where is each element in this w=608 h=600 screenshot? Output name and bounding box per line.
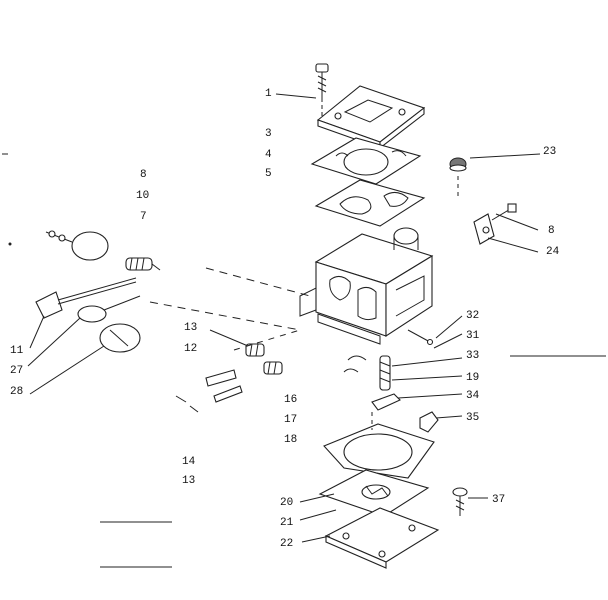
label-part-11: 11 bbox=[10, 345, 24, 357]
part-shaft-11 bbox=[35, 277, 137, 319]
part-spring-7 bbox=[125, 257, 161, 271]
part-carburetor-body bbox=[299, 227, 434, 345]
label-part-1: 1 bbox=[265, 88, 272, 100]
label-part-31: 31 bbox=[466, 330, 480, 342]
part-number-labels: 1 3 4 5 23 8 10 7 8 24 11 27 28 13 12 32… bbox=[10, 88, 560, 550]
label-part-18: 18 bbox=[284, 434, 297, 446]
label-part-14: 14 bbox=[182, 456, 196, 468]
label-part-13-lower: 13 bbox=[182, 475, 195, 487]
part-plate-5 bbox=[314, 179, 426, 227]
stray-marks bbox=[2, 153, 12, 246]
part-gasket-4 bbox=[310, 137, 422, 185]
part-gasket-20 bbox=[323, 423, 435, 479]
label-part-21: 21 bbox=[280, 517, 294, 529]
part-lever-27 bbox=[77, 295, 141, 323]
label-part-34: 34 bbox=[466, 390, 480, 402]
part-bracket-24 bbox=[473, 203, 517, 245]
part-plate-28 bbox=[99, 323, 141, 353]
label-part-22: 22 bbox=[280, 538, 293, 550]
label-part-13-upper: 13 bbox=[184, 322, 197, 334]
label-part-32: 32 bbox=[466, 310, 479, 322]
label-part-10: 10 bbox=[136, 190, 149, 202]
label-part-7: 7 bbox=[140, 211, 147, 223]
label-part-23: 23 bbox=[543, 146, 556, 158]
label-part-8-right: 8 bbox=[548, 225, 555, 237]
label-part-27: 27 bbox=[10, 365, 23, 377]
label-part-3: 3 bbox=[265, 128, 272, 140]
label-part-24: 24 bbox=[546, 246, 560, 258]
part-needle-32 bbox=[407, 329, 434, 346]
part-diaphragm-21 bbox=[318, 469, 430, 517]
label-part-17: 17 bbox=[284, 414, 297, 426]
label-part-37: 37 bbox=[492, 494, 505, 506]
part-lever-34 bbox=[371, 393, 401, 411]
part-screw-1 bbox=[315, 63, 329, 98]
part-cap-23 bbox=[449, 157, 467, 172]
part-jet-12 bbox=[245, 343, 283, 375]
label-part-33: 33 bbox=[466, 350, 479, 362]
part-spring-33 bbox=[343, 355, 391, 391]
part-screw-35 bbox=[419, 411, 439, 433]
part-cover-22 bbox=[324, 507, 440, 569]
label-part-35: 35 bbox=[466, 412, 479, 424]
part-cover-3 bbox=[316, 85, 426, 150]
label-part-12: 12 bbox=[184, 343, 197, 355]
label-part-20: 20 bbox=[280, 497, 293, 509]
part-choke-plate bbox=[45, 230, 109, 261]
label-part-16: 16 bbox=[284, 394, 297, 406]
leader-lines bbox=[27, 93, 606, 568]
label-part-5: 5 bbox=[265, 168, 272, 180]
part-needle-14 bbox=[175, 369, 243, 413]
assembly-guide-lines bbox=[149, 98, 459, 430]
label-part-19: 19 bbox=[466, 372, 479, 384]
label-part-28: 28 bbox=[10, 386, 23, 398]
label-part-8-left: 8 bbox=[140, 169, 147, 181]
label-part-4: 4 bbox=[265, 149, 272, 161]
part-screw-37 bbox=[452, 487, 468, 516]
